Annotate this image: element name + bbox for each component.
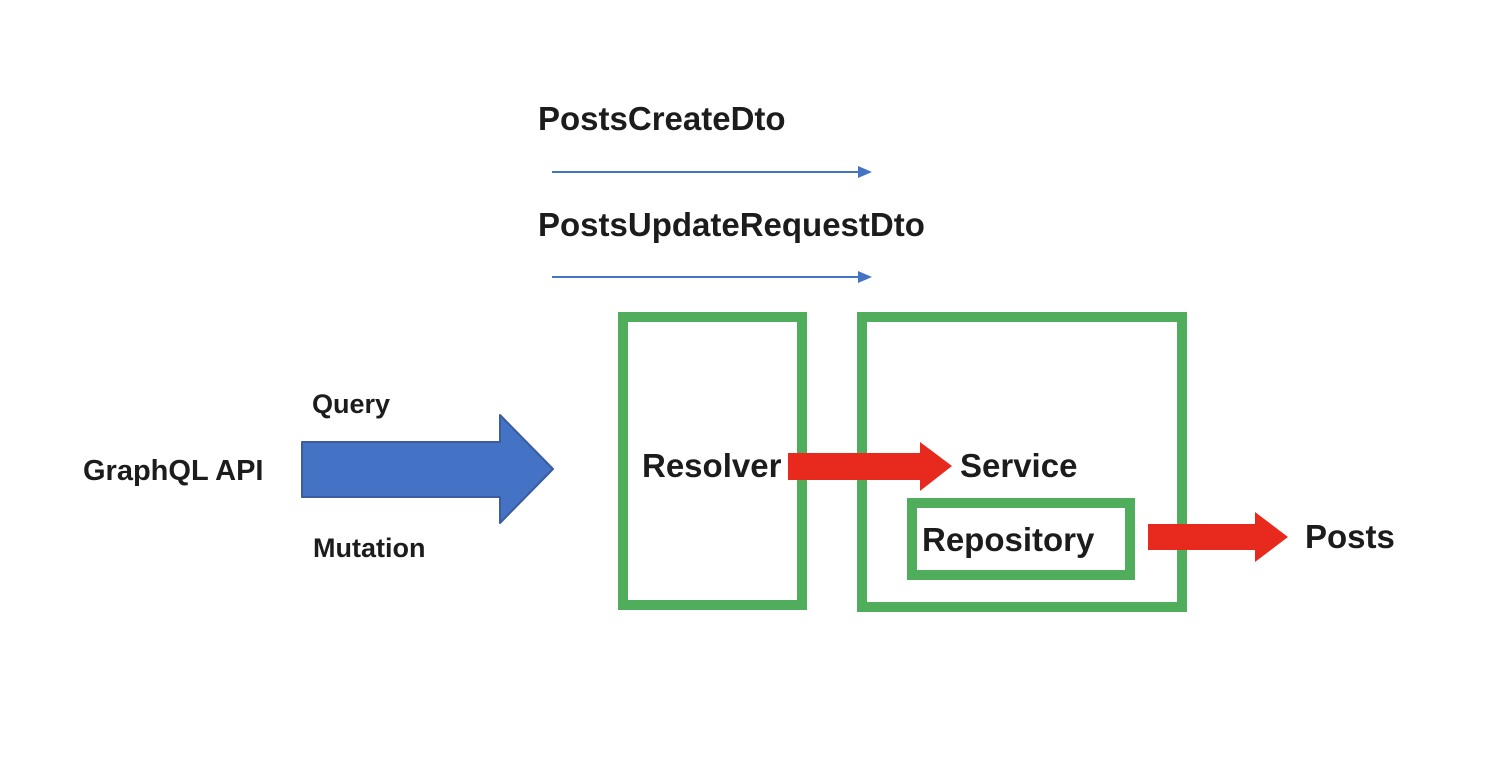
graphql-api-label: GraphQL API bbox=[83, 455, 263, 487]
service-label: Service bbox=[960, 447, 1077, 484]
resolver-to-service-arrow bbox=[788, 442, 952, 491]
posts-create-dto-arrow bbox=[552, 166, 872, 178]
resolver-label: Resolver bbox=[642, 447, 782, 484]
query-label: Query bbox=[312, 389, 390, 419]
mutation-label: Mutation bbox=[313, 533, 425, 563]
posts-update-dto-arrow bbox=[552, 271, 872, 283]
posts-create-dto-arrowhead-icon bbox=[858, 166, 872, 178]
posts-update-dto-arrowhead-icon bbox=[858, 271, 872, 283]
posts-update-dto-label: PostsUpdateRequestDto bbox=[538, 206, 925, 243]
repository-label: Repository bbox=[922, 521, 1095, 558]
posts-label: Posts bbox=[1305, 518, 1395, 555]
repository-to-posts-arrow bbox=[1148, 512, 1288, 562]
repository-box bbox=[907, 498, 1135, 580]
graphql-block-arrow bbox=[301, 414, 554, 524]
posts-create-dto-label: PostsCreateDto bbox=[538, 100, 786, 137]
resolver-box bbox=[618, 312, 807, 610]
